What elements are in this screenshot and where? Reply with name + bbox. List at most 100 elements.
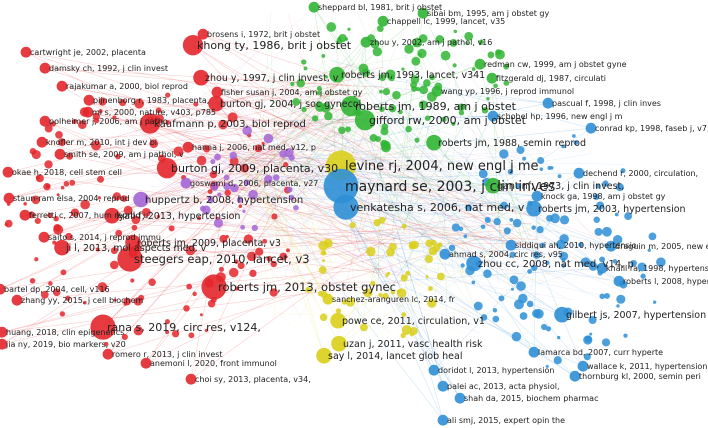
node-label[interactable]: roberts jm, 1993, lancet, v341 xyxy=(341,70,485,81)
network-node[interactable] xyxy=(322,293,334,305)
network-node[interactable] xyxy=(329,66,345,83)
network-node[interactable] xyxy=(573,167,585,179)
network-node[interactable] xyxy=(54,148,66,160)
node-label[interactable]: knofler m, 2010, int j dev bi xyxy=(46,138,157,147)
node-label[interactable]: polheimer j, 2006, am j patho xyxy=(49,117,168,126)
node-label[interactable]: powe ce, 2011, circulation, v1 xyxy=(342,316,485,327)
network-node[interactable] xyxy=(585,122,597,134)
network-node[interactable] xyxy=(437,414,449,426)
node-label[interactable]: goswami d, 2006, placenta, v27 xyxy=(190,179,318,188)
node-label[interactable]: anemoni l, 2020, front immunol xyxy=(150,359,277,368)
network-node[interactable] xyxy=(197,28,209,40)
node-label[interactable]: smith se, 2009, am j pathol, v xyxy=(64,150,184,159)
network-node[interactable] xyxy=(417,7,429,19)
node-label[interactable]: lyall f, 2013, hypertension xyxy=(116,211,240,222)
network-node[interactable] xyxy=(133,191,149,208)
node-label[interactable]: wallace k, 2011, hypertension xyxy=(587,362,707,371)
network-node[interactable] xyxy=(323,168,359,204)
network-node[interactable] xyxy=(613,275,625,287)
node-label[interactable]: mi s, 2000, nature, v403, p785 xyxy=(92,108,216,117)
network-node[interactable] xyxy=(360,36,372,48)
network-node[interactable] xyxy=(542,97,554,109)
network-node[interactable] xyxy=(569,370,581,382)
node-label[interactable]: ali smj, 2015, expert opin the xyxy=(447,416,565,425)
node-label[interactable]: choi sy, 2013, placenta, v34, xyxy=(195,375,311,384)
network-node[interactable] xyxy=(38,231,50,243)
network-node[interactable] xyxy=(466,255,482,272)
node-label[interactable]: lamarca bd, 2007, curr hyperte xyxy=(538,348,663,357)
network-node[interactable] xyxy=(102,348,114,360)
network-node[interactable] xyxy=(431,85,443,97)
network-node[interactable] xyxy=(487,110,499,122)
network-node[interactable] xyxy=(577,360,589,372)
node-label[interactable]: khong ty, 1986, brit j obstet xyxy=(197,39,352,52)
node-label[interactable]: romero r, 2013, j clin invest xyxy=(112,350,223,359)
node-label[interactable]: roberts jm, 2013, obstet gynec xyxy=(218,280,396,294)
network-node[interactable] xyxy=(474,58,486,70)
network-node[interactable] xyxy=(156,157,178,179)
node-label[interactable]: pijnenborg r, 1983, placenta, xyxy=(93,96,209,105)
node-label[interactable]: pascual f, 1998, j clin inves xyxy=(552,99,661,108)
node-label[interactable]: brosens i, 1972, brit j obstet xyxy=(207,30,320,39)
node-label[interactable]: doridot l, 2013, hypertension xyxy=(438,366,554,375)
node-label[interactable]: ferretti c, 2007, hum reprod u xyxy=(29,211,148,220)
network-node[interactable] xyxy=(437,380,449,392)
node-label[interactable]: cartwright je, 2002, placenta xyxy=(30,48,146,57)
network-node[interactable] xyxy=(0,283,6,295)
network-node[interactable] xyxy=(54,239,70,256)
node-label[interactable]: rajakumar a, 2000, biol reprod xyxy=(66,82,188,91)
node-label[interactable]: thornburg kl, 2000, semin peri xyxy=(579,372,701,381)
network-node[interactable] xyxy=(0,326,8,338)
node-label[interactable]: gant nf, 1973, j clin invest, xyxy=(497,181,624,192)
node-label[interactable]: wang yp, 1996, j reprod immunol xyxy=(441,87,574,96)
node-label[interactable]: maynard se, 2003, j clin inves xyxy=(345,179,555,195)
network-node[interactable] xyxy=(82,106,94,118)
node-label[interactable]: huang, 2018, clin epigenetics xyxy=(6,328,124,337)
network-node[interactable] xyxy=(139,113,161,134)
node-label[interactable]: zhou y, 1997, j clin invest, v xyxy=(205,73,339,84)
network-node[interactable] xyxy=(505,239,517,251)
network-node[interactable] xyxy=(0,338,8,350)
node-label[interactable]: draguin m, 2005, new engl j med xyxy=(615,242,708,251)
node-label[interactable]: huppertz b, 2008, hypertension xyxy=(145,195,303,206)
node-label[interactable]: venkatesha s, 2006, nat med, v xyxy=(350,201,525,214)
node-label[interactable]: bartel dp, 2004, cell, v116 xyxy=(4,285,110,294)
network-node[interactable] xyxy=(426,134,442,151)
node-label[interactable]: zhou cc, 2008, nat med, v14, p xyxy=(478,259,634,270)
node-label[interactable]: hanna j, 2006, nat med, v12, p xyxy=(192,143,316,152)
network-node[interactable] xyxy=(454,392,466,404)
node-label[interactable]: roberts jm, 2003, hypertension xyxy=(538,204,686,215)
node-label[interactable]: knock ga, 1998, am j obstet gy xyxy=(541,192,666,201)
node-label[interactable]: levine rj, 2004, new engl j me xyxy=(345,159,539,174)
network-node[interactable] xyxy=(316,347,332,364)
network-node[interactable] xyxy=(331,335,347,352)
network-node[interactable] xyxy=(2,166,14,178)
network-node[interactable] xyxy=(185,373,197,385)
network-node[interactable] xyxy=(90,314,116,340)
node-label[interactable]: khalil ra, 1998, hypertension, xyxy=(606,264,708,273)
node-label[interactable]: fitzgerald dj, 1987, circulati xyxy=(496,74,606,83)
network-node[interactable] xyxy=(39,62,51,74)
network-node[interactable] xyxy=(3,192,15,204)
network-node[interactable] xyxy=(11,294,23,306)
network-node[interactable] xyxy=(596,262,608,274)
network-node[interactable] xyxy=(180,177,192,189)
network-node[interactable] xyxy=(485,177,501,194)
node-label[interactable]: ji l, 2013, mol aspects med, v xyxy=(65,243,207,254)
node-label[interactable]: steegers eap, 2010, lancet, v3 xyxy=(134,252,310,266)
node-label[interactable]: uzan j, 2011, vasc health risk xyxy=(343,339,483,350)
node-label[interactable]: say l, 2014, lancet glob heal xyxy=(328,351,462,362)
node-label[interactable]: burton gj, 2009, placenta, v30 xyxy=(171,162,338,175)
node-label[interactable]: redman cw, 1999, am j obstet gyne xyxy=(484,60,627,69)
network-node[interactable] xyxy=(377,15,389,27)
network-node[interactable] xyxy=(605,240,617,252)
network-node[interactable] xyxy=(56,80,68,92)
network-node[interactable] xyxy=(340,95,362,117)
node-label[interactable]: damsky ch, 1992, j clin invest xyxy=(49,64,168,73)
node-label[interactable]: rana s, 2019, circ res, v124, xyxy=(107,321,261,334)
node-label[interactable]: saito s, 2014, j reprod immu xyxy=(48,233,161,242)
node-label[interactable]: okae h, 2018, cell stem cell xyxy=(12,168,122,177)
node-label[interactable]: fisher susan j, 2004, am j obstet gy xyxy=(221,88,363,97)
node-label[interactable]: sibai bm, 1995, am j obstet gy xyxy=(427,9,550,18)
node-label[interactable]: siddiqui ah, 2010, hypertensio xyxy=(515,241,637,250)
